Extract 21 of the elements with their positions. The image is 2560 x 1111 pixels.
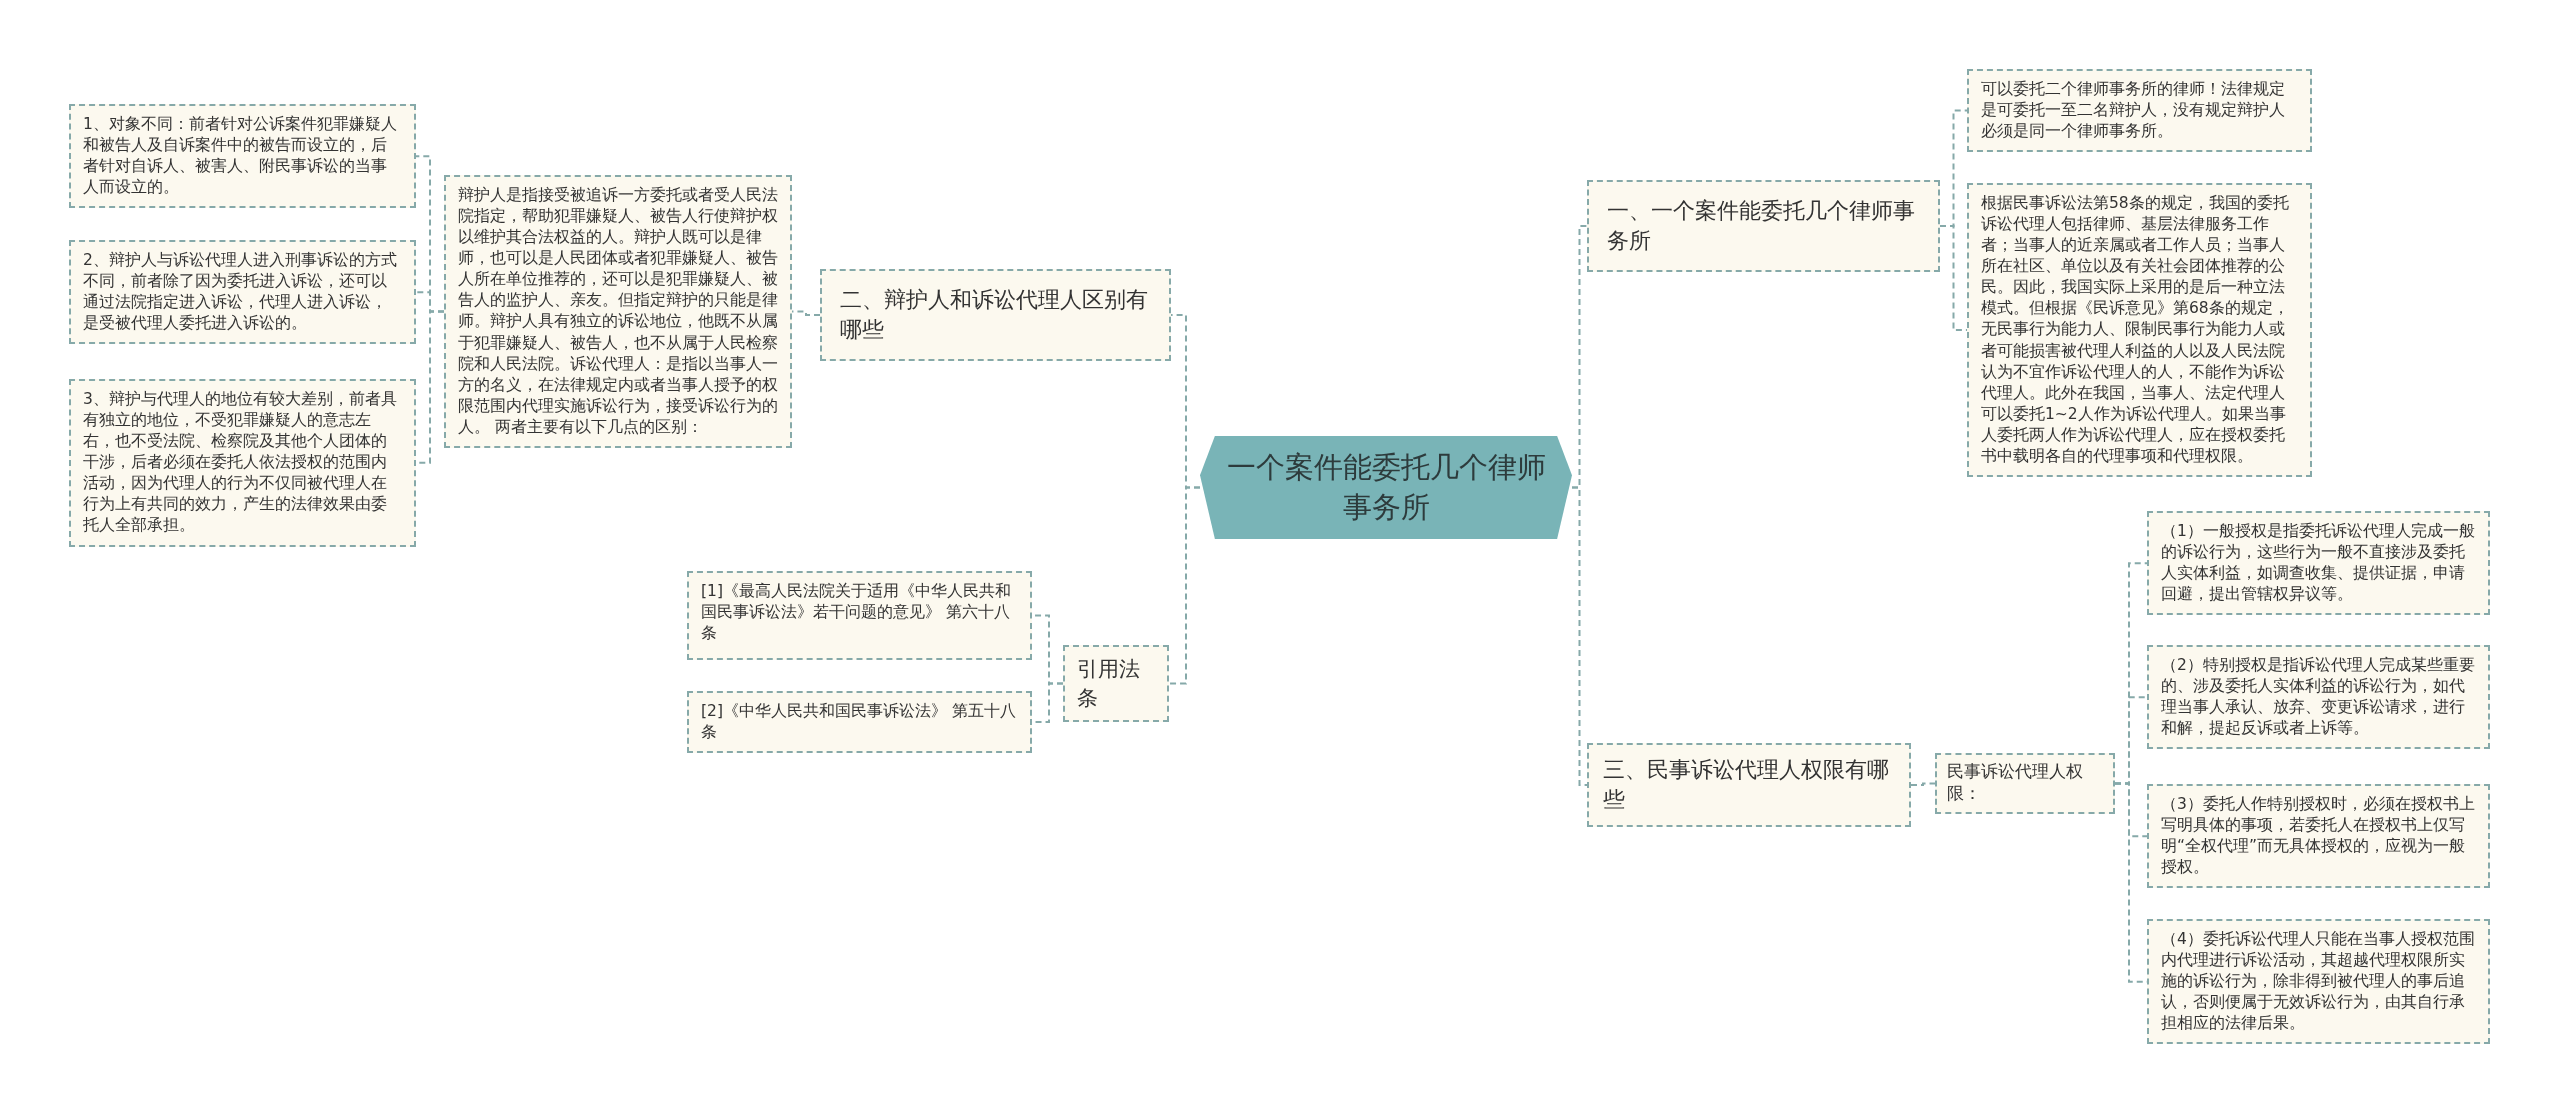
note-card: 3、辩护与代理人的地位有较大差别，前者具有独立的地位，不受犯罪嫌疑人的意志左右，也不受法院、检察院及其他个人团体的干涉，后者必须在委托人依法授权的范围内活动，因为代理人的行为不仅同被代理人在行为上有共同的效力，产生的法律效果由委托人全部承担。 [69, 379, 416, 547]
note-card: 2、辩护人与诉讼代理人进入刑事诉讼的方式不同，前者除了因为委托进入诉讼，还可以通过法院指定进入诉讼，代理人进入诉讼，是受被代理人委托进入诉讼的。 [69, 240, 416, 345]
note-card: （3）委托人作特别授权时，必须在授权书上写明具体的事项，若委托人在授权书上仅写明“全权代理”而无具体授权的，应视为一般授权。 [2147, 784, 2490, 889]
subtopic-box: 民事诉讼代理人权限： [1935, 753, 2115, 814]
note-card: 根据民事诉讼法第58条的规定，我国的委托诉讼代理人包括律师、基层法律服务工作者；当事人的近亲属或者工作人员；当事人所在社区、单位以及有关社会团体推荐的公民。因此，我国实际上采用的是后一种立法模式。但根据《民诉意见》第68条的规定，无民事行为能力人、限制民事行为能力人或者可能损害被代理人利益的人以及人民法院认为不宜作诉讼代理人的人，不能作为诉讼代理人。此外在我国，当事人、法定代理人可以委托1~2人作为诉讼代理人。如果当事人委托两人作为诉讼代理人，应在授权委托书中载明各自的代理事项和代理权限。 [1967, 183, 2312, 477]
note-card: [2]《中华人民共和国民事诉讼法》 第五十八条 [687, 691, 1032, 754]
note-card: 1、对象不同：前者针对公诉案件犯罪嫌疑人和被告人及自诉案件中的被告而设立的，后者针对自诉人、被害人、附民事诉讼的当事人而设立的。 [69, 104, 416, 209]
topic-box: 三、民事诉讼代理人权限有哪些 [1587, 743, 1911, 827]
note-card: 辩护人是指接受被追诉一方委托或者受人民法院指定，帮助犯罪嫌疑人、被告人行使辩护权以维护其合法权益的人。辩护人既可以是律师，也可以是人民团体或者犯罪嫌疑人、被告人所在单位推荐的，还可以是犯罪嫌疑人、被告人的监护人、亲友。但指定辩护的只能是律师。辩护人具有独立的诉讼地位，他既不从属于犯罪嫌疑人、被告人，也不从属于人民检察院和人民法院。诉讼代理人：是指以当事人一方的名义，在法律规定内或者当事人授予的权限范围内代理实施诉讼行为，接受诉讼行为的人。 两者主要有以下几点的区别： [444, 175, 792, 448]
note-card: （1）一般授权是指委托诉讼代理人完成一般的诉讼行为，这些行为一般不直接涉及委托人实体利益，如调查收集、提供证据，申请回避，提出管辖权异议等。 [2147, 511, 2490, 616]
note-card: （4）委托诉讼代理人只能在当事人授权范围内代理进行诉讼活动，其超越代理权限所实施的诉讼行为，除非得到被代理人的事后追认，否则便属于无效诉讼行为，由其自行承担相应的法律后果。 [2147, 919, 2490, 1045]
note-card: [1]《最高人民法院关于适用《中华人民共和国民事诉讼法》若干问题的意见》 第六十八条 [687, 571, 1032, 660]
note-card: 可以委托二个律师事务所的律师！法律规定是可委托一至二名辩护人，没有规定辩护人必须是同一个律师事务所。 [1967, 69, 2312, 153]
note-card: （2）特别授权是指诉讼代理人完成某些重要的、涉及委托人实体利益的诉讼行为，如代理当事人承认、放弃、变更诉讼请求，进行和解，提起反诉或者上诉等。 [2147, 645, 2490, 750]
connector-line [1571, 486, 1588, 786]
connector-line [1910, 782, 1936, 786]
connector-line [1168, 486, 1201, 685]
topic-box: 引用法条 [1063, 645, 1169, 723]
topic-box: 二、辩护人和诉讼代理人区别有哪些 [820, 269, 1171, 361]
topic-box: 一、一个案件能委托几个律师事务所 [1587, 180, 1940, 272]
connector-line [1939, 224, 1968, 331]
